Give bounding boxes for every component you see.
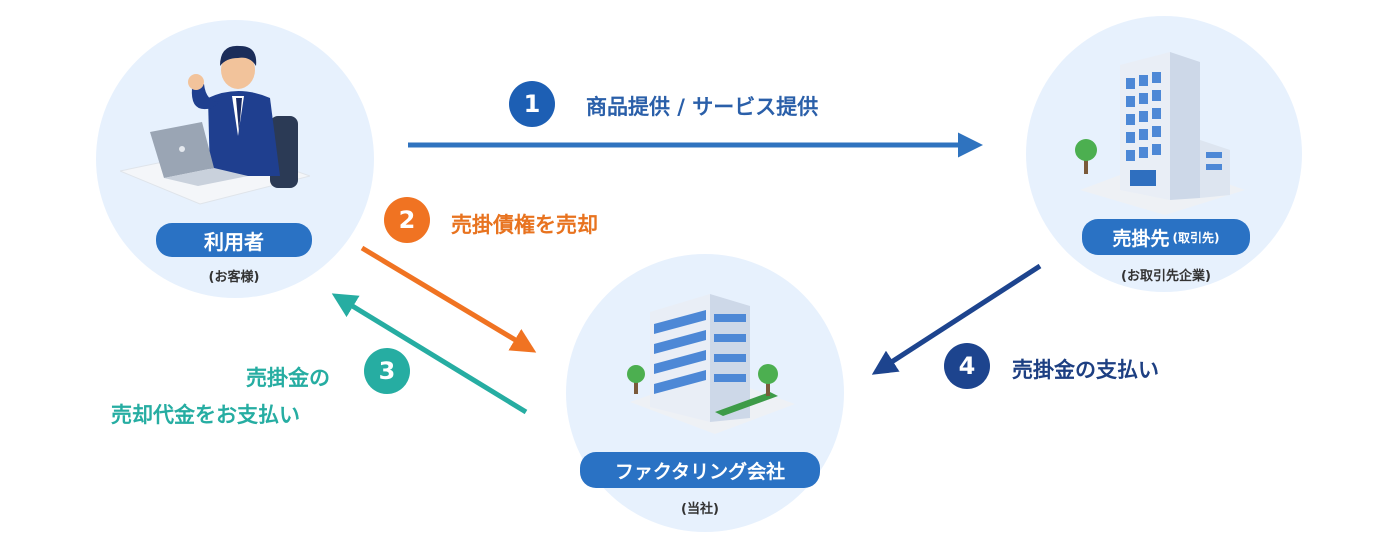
step-2-number: 2 [384, 197, 430, 243]
factoring-label-badge: ファクタリング会社 [580, 452, 820, 488]
office-building-icon [1075, 52, 1245, 215]
user-sublabel: (お客様) [208, 270, 260, 285]
step-2-label: 売掛債権を売却 [451, 213, 598, 237]
user-label-badge: 利用者 [156, 223, 312, 257]
step-4-label: 売掛金の支払い [1012, 358, 1159, 382]
arrow-step-3 [331, 293, 528, 415]
businessman-laptop-icon [120, 45, 310, 205]
user-label: 利用者 [204, 229, 264, 254]
step-3-label-line1: 売掛金の [246, 366, 330, 390]
factoring-sublabel: (当社) [681, 502, 719, 517]
client-sublabel: (お取引先企業) [1121, 269, 1211, 284]
arrow-step-4 [871, 263, 1042, 375]
step-1-number: 1 [509, 81, 555, 127]
client-label-small: (取引先) [1172, 230, 1220, 245]
factoring-label: ファクタリング会社 [614, 460, 786, 483]
step-1-label: 商品提供 / サービス提供 [586, 95, 819, 119]
step-3-number: 3 [364, 348, 410, 394]
step-3-label-line2: 売却代金をお支払い [111, 403, 300, 427]
office-building-icon [627, 294, 795, 434]
client-label-badge: 売掛先 (取引先) [1082, 219, 1250, 255]
arrow-step-2 [360, 245, 537, 353]
step-4-number: 4 [944, 343, 990, 389]
client-label: 売掛先 [1112, 227, 1170, 250]
